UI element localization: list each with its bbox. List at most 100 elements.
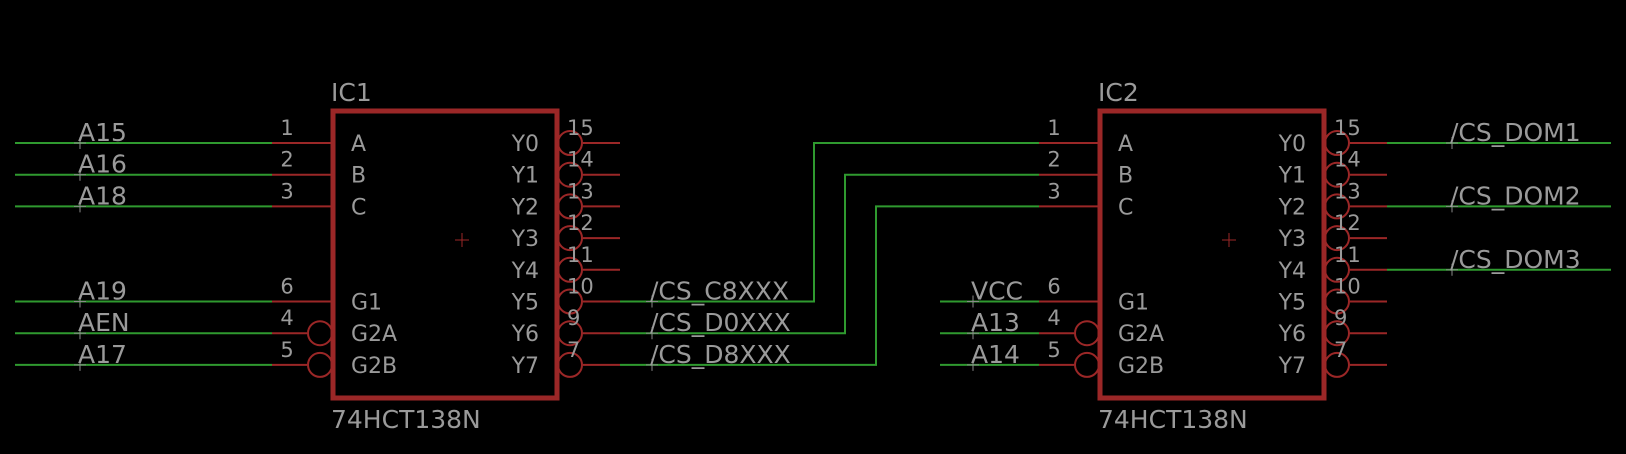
pin-number: 9 [1334,306,1347,330]
net-label[interactable]: /CS_DOM1 [1450,118,1581,147]
pin-number: 11 [1334,243,1361,267]
pin-number: 2 [280,148,293,172]
net-a19[interactable]: A19 [74,277,127,308]
net-label[interactable]: /CS_DOM3 [1450,245,1581,274]
net-label[interactable]: A19 [78,277,127,306]
inversion-bubble-icon [1324,256,1350,283]
net-label[interactable]: A17 [78,340,127,369]
pin-label: Y3 [511,227,539,252]
net-label[interactable]: VCC [971,277,1023,306]
part-value-label: 74HCT138N [331,405,481,434]
pin-c[interactable]: 3C [272,179,366,220]
pin-number: 6 [280,275,293,299]
net-cs_dom2[interactable]: /CS_DOM2 [1446,181,1581,213]
pin-y6[interactable]: 9Y6 [1278,306,1387,347]
inversion-bubble-icon [1324,351,1350,378]
pin-label: Y4 [1278,259,1306,284]
net-wire[interactable] [620,173,1039,335]
net-label-cs_c8xxx[interactable]: /CS_C8XXX [646,277,789,308]
pin-a[interactable]: 1A [1039,116,1133,157]
inversion-bubble-icon [557,161,583,188]
net-label[interactable]: A16 [78,150,127,179]
inversion-bubble-icon [557,225,583,252]
pin-number: 4 [280,306,293,330]
parts-layer: IC174HCT138N1A2B3C6G14G2A5G2B15Y014Y113Y… [272,78,1387,434]
net-label-cs_d8xxx[interactable]: /CS_D8XXX [646,340,791,371]
net-label[interactable]: A13 [971,308,1020,337]
part-ic2[interactable]: IC274HCT138N1A2B3C6G14G2A5G2B15Y014Y113Y… [1039,78,1387,434]
net-wire[interactable] [620,205,1039,366]
net-label[interactable]: A15 [78,118,127,147]
part-body[interactable] [1097,108,1327,401]
net-label[interactable]: A14 [971,340,1020,369]
pin-g1[interactable]: 6G1 [272,275,382,316]
net-cs_dom3[interactable]: /CS_DOM3 [1446,245,1581,276]
net-label[interactable]: /CS_C8XXX [650,277,789,306]
net-label[interactable]: A18 [78,181,127,210]
pin-c[interactable]: 3C [1039,179,1133,220]
pin-label: Y1 [1278,164,1306,189]
net-a18[interactable]: A18 [74,181,127,213]
net-wire[interactable] [620,142,1039,303]
inversion-bubble-icon [557,288,583,315]
pin-label: Y0 [511,132,539,157]
part-body[interactable] [330,108,560,401]
pin-a[interactable]: 1A [272,116,366,157]
net-a17[interactable]: A17 [74,340,127,371]
pin-number: 3 [280,179,293,203]
net-label[interactable]: /CS_DOM2 [1450,181,1581,210]
pin-number: 7 [567,338,580,362]
net-a15[interactable]: A15 [74,118,127,149]
net-a16[interactable]: A16 [74,150,127,181]
pin-y6[interactable]: 9Y6 [511,306,620,347]
net-label[interactable]: /CS_D8XXX [650,340,791,369]
inversion-bubble-icon [557,351,583,378]
net-label-cs_d0xxx[interactable]: /CS_D0XXX [646,308,791,340]
inversion-bubble-icon [307,320,333,347]
pin-number: 15 [1334,116,1361,140]
net-label[interactable]: /CS_D0XXX [650,308,791,337]
pin-number: 6 [1047,275,1060,299]
pin-y7[interactable]: 7Y7 [1278,338,1387,379]
net-label[interactable]: AEN [78,308,130,337]
pin-label: G2B [1118,354,1164,379]
net-a13[interactable]: A13 [967,308,1020,340]
inversion-bubble-icon [1324,193,1350,220]
pin-number: 4 [1047,306,1060,330]
pin-label: Y6 [1278,322,1306,347]
inversion-bubble-icon [307,351,333,378]
pin-b[interactable]: 2B [272,148,366,189]
pin-g1[interactable]: 6G1 [1039,275,1149,316]
inversion-bubble-icon [557,130,583,156]
pin-b[interactable]: 2B [1039,148,1133,189]
pin-y7[interactable]: 7Y7 [511,338,620,379]
inversion-bubble-icon [557,320,583,347]
pin-label: B [1118,164,1133,189]
net-aen[interactable]: AEN [74,308,130,340]
pin-label: C [351,195,366,220]
part-ic1[interactable]: IC174HCT138N1A2B3C6G14G2A5G2B15Y014Y113Y… [272,78,620,434]
net-vcc[interactable]: VCC [967,277,1023,308]
pin-number: 5 [1047,338,1060,362]
net-cs_dom1[interactable]: /CS_DOM1 [1446,118,1581,149]
inversion-bubble-icon [1324,130,1350,156]
net-a14[interactable]: A14 [967,340,1020,371]
